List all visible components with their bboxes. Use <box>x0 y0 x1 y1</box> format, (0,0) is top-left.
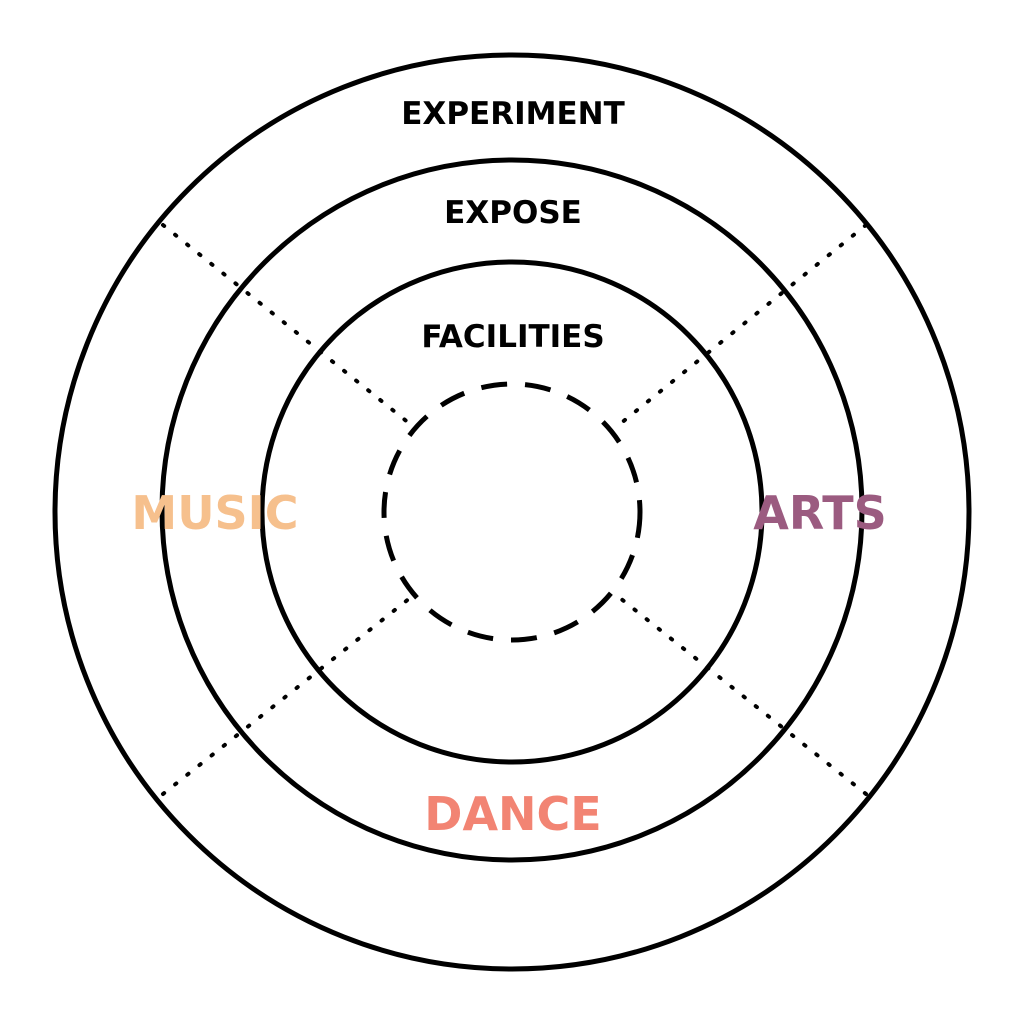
ring-label-expose: EXPOSE <box>444 195 582 231</box>
core-dashed-circle <box>381 381 643 643</box>
sector-label-dance: DANCE <box>424 787 601 841</box>
ring-label-facilities: FACILITIES <box>421 319 604 355</box>
sector-label-music: MUSIC <box>131 486 298 540</box>
inner-ring <box>259 259 765 765</box>
divider-bottom-right <box>613 592 868 796</box>
divider-top-right <box>613 223 868 430</box>
ring-label-experiment: EXPERIMENT <box>401 96 625 132</box>
middle-ring <box>159 157 865 863</box>
outer-ring <box>52 52 972 972</box>
sector-label-arts: ARTS <box>753 486 886 540</box>
